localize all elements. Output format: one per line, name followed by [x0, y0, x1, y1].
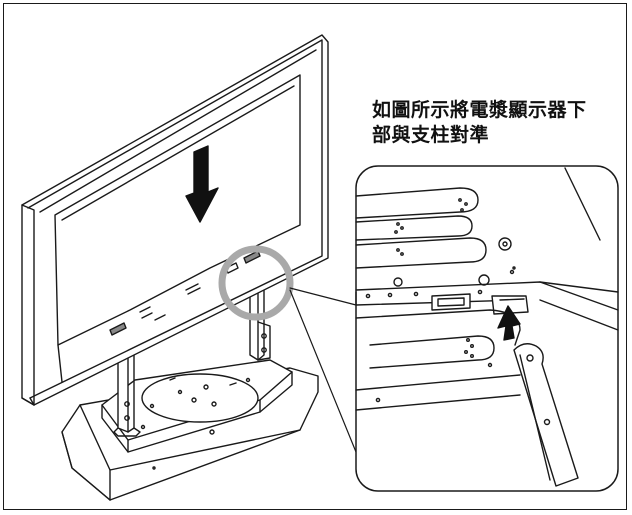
caption-line-1: 如圖所示將電漿顯示器下 — [372, 99, 587, 121]
up-arrow-icon — [497, 305, 521, 341]
left-post — [113, 337, 141, 437]
down-arrow-icon — [185, 145, 219, 223]
zoom-panel — [355, 165, 619, 492]
highlight-circle — [218, 245, 294, 321]
caption-line-2: 部與支柱對準 — [372, 124, 490, 146]
instruction-caption: 如圖所示將電漿顯示器下 部與支柱對準 — [372, 98, 622, 148]
plasma-display — [21, 34, 329, 406]
stand-base — [61, 359, 319, 501]
